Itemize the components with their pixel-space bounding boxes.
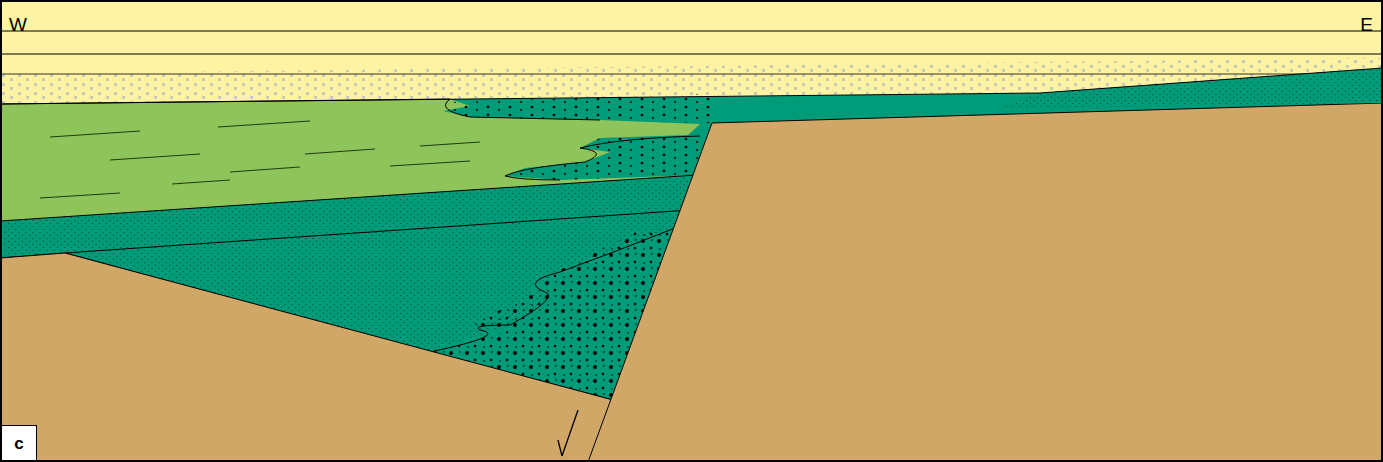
- panel-letter: c: [14, 435, 23, 452]
- panel-letter-box: c: [1, 425, 37, 461]
- direction-label: W: [9, 15, 27, 34]
- direction-label: E: [1360, 15, 1373, 34]
